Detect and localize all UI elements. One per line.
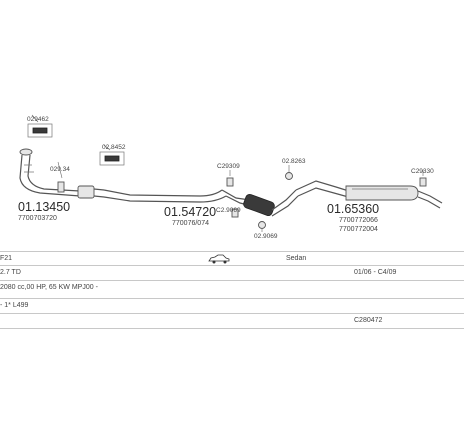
label-mount-a: 02.8263 [282,158,306,165]
part-code-intermediate-pipe: 01.54720 [164,205,216,219]
label-gasket: 02.8452 [102,144,126,151]
label-mount-b: 02.9069 [254,233,278,240]
part-code-front-pipe: 01.13450 [18,200,70,214]
label-bracket: 029462 [27,116,49,123]
info-row-model: F21 Sedan [0,251,464,267]
oem-code-rear-silencer-alt: 7700772004 [339,226,378,233]
oem-code-intermediate-pipe: 770076/074 [172,220,209,227]
label-hanger-b: C2.9069 [216,207,241,214]
intermediate-pipe [103,189,227,203]
variant-code: - 1* L499 [0,302,29,309]
oem-code-front-pipe: 7700703720 [18,215,57,222]
table-bottom-divider [0,328,464,329]
label-hanger-c: C29330 [411,168,434,175]
part-code-rear-silencer: 01.65360 [327,202,379,216]
info-row-specs: 2080 cc,00 HP, 65 KW MPJ00 - [0,280,464,296]
centre-silencer [221,170,299,232]
info-row-catalog: C280472 [0,313,464,329]
label-clamp: 029.34 [50,166,70,173]
engine-type: 2.7 TD [0,269,21,276]
oem-code-rear-silencer: 7700772066 [339,217,378,224]
bracket-part-box [27,114,53,138]
engine-specs: 2080 cc,00 HP, 65 KW MPJ00 - [0,284,98,291]
gasket-part-box [99,144,125,166]
info-row-variant: - 1* L499 [0,298,464,314]
model-name: F21 [0,255,13,262]
label-hanger-a: C29309 [217,163,240,170]
front-pipe-assembly [19,148,105,199]
rubber-mount [285,165,293,180]
car-icon [208,254,230,266]
catalog-number: C280472 [354,317,383,324]
info-row-engine: 2.7 TD 01/06 - C4/09 [0,265,464,281]
production-period: 01/06 - C4/09 [354,269,397,276]
rear-silencer [295,170,443,209]
body-type: Sedan [286,255,307,262]
